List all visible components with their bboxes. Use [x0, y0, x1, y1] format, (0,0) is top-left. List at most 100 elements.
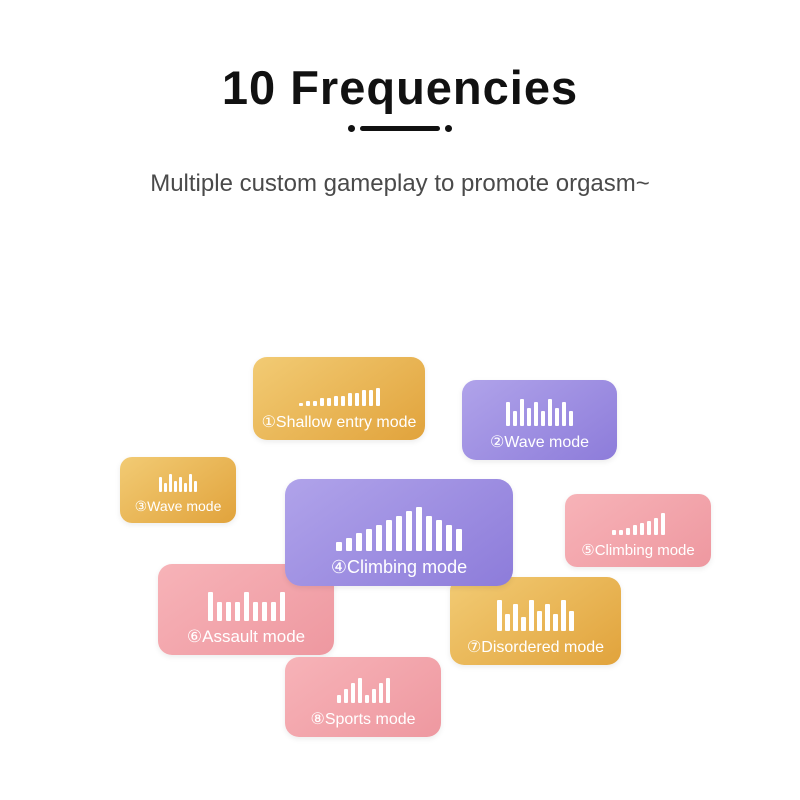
waveform-icon [497, 597, 574, 631]
divider-dot-right [445, 125, 452, 132]
waveform-bar [541, 411, 545, 426]
waveform-bar [416, 507, 422, 551]
waveform-bar [396, 515, 402, 551]
waveform-bar [632, 525, 637, 535]
waveform-bar [426, 515, 432, 551]
waveform-bar [336, 542, 342, 551]
waveform-bar [252, 601, 258, 621]
waveform-icon [159, 470, 197, 492]
mode-label: ⑦Disordered mode [466, 639, 605, 656]
waveform-bar [545, 603, 550, 631]
waveform-bar [261, 601, 267, 621]
mode-label: ⑧Sports mode [310, 711, 416, 728]
waveform-bar [159, 476, 162, 492]
waveform-bar [569, 610, 574, 631]
waveform-bar [174, 481, 177, 492]
waveform-bar [326, 398, 331, 406]
waveform-bar [361, 390, 366, 406]
waveform-bar [243, 592, 249, 621]
waveform-bar [179, 476, 182, 492]
page-title: 10 Frequencies [221, 61, 579, 114]
waveform-icon [207, 589, 285, 621]
waveform-bar [406, 511, 412, 551]
waveform-bar [375, 387, 380, 406]
mode-card-wave-3: ③Wave mode [120, 457, 236, 523]
waveform-bar [270, 601, 276, 621]
waveform-bar [305, 400, 310, 406]
waveform-bar [319, 398, 324, 406]
waveform-bar [529, 600, 534, 631]
waveform-icon [336, 507, 462, 551]
mode-label: ①Shallow entry mode [261, 414, 417, 431]
waveform-bar [561, 600, 566, 631]
waveform-bar [639, 523, 644, 535]
waveform-bar [189, 474, 192, 492]
waveform-bar [521, 617, 526, 631]
waveform-bar [446, 524, 452, 551]
waveform-bar [562, 402, 566, 426]
waveform-bar [312, 400, 317, 406]
waveform-bar [378, 683, 383, 703]
waveform-bar [357, 677, 362, 703]
mode-card-disordered: ⑦Disordered mode [450, 577, 621, 665]
waveform-bar [184, 483, 187, 492]
mode-label: ②Wave mode [489, 434, 590, 451]
waveform-bar [366, 529, 372, 551]
waveform-bar [364, 694, 369, 703]
waveform-bar [207, 592, 213, 621]
waveform-bar [343, 689, 348, 703]
waveform-bar [456, 529, 462, 551]
waveform-bar [520, 399, 524, 426]
divider-dot-left [348, 125, 355, 132]
waveform-icon [298, 380, 380, 406]
waveform-bar [497, 600, 502, 631]
divider-line [360, 126, 440, 131]
waveform-bar [371, 689, 376, 703]
waveform-bar [279, 592, 285, 621]
waveform-bar [527, 408, 531, 426]
waveform-bar [386, 520, 392, 551]
mode-card-wave-2: ②Wave mode [462, 380, 617, 460]
waveform-bar [436, 520, 442, 551]
mode-label: ⑥Assault mode [186, 627, 306, 646]
waveform-bar [169, 474, 172, 492]
page-subtitle: Multiple custom gameplay to promote orga… [150, 170, 650, 197]
waveform-bar [548, 399, 552, 426]
waveform-bar [513, 411, 517, 426]
mode-label: ④Climbing mode [330, 557, 468, 577]
waveform-bar [534, 402, 538, 426]
waveform-bar [537, 610, 542, 631]
waveform-bar [555, 408, 559, 426]
mode-card-shallow-entry: ①Shallow entry mode [253, 357, 425, 440]
mode-card-climbing-4: ④Climbing mode [285, 479, 513, 586]
waveform-bar [234, 601, 240, 621]
waveform-bar [216, 601, 222, 621]
waveform-bar [346, 537, 352, 551]
waveform-bar [618, 530, 623, 535]
mode-label: ③Wave mode [134, 498, 222, 514]
waveform-bar [376, 524, 382, 551]
waveform-bar [356, 533, 362, 551]
waveform-bar [164, 483, 167, 492]
waveform-icon [506, 396, 573, 426]
waveform-bar [385, 677, 390, 703]
title-divider [0, 125, 800, 132]
waveform-bar [194, 481, 197, 492]
waveform-bar [347, 393, 352, 406]
waveform-bar [368, 390, 373, 406]
mode-card-sports: ⑧Sports mode [285, 657, 441, 737]
waveform-bar [505, 614, 510, 631]
waveform-bar [333, 395, 338, 406]
waveform-bar [513, 603, 518, 631]
waveform-bar [569, 411, 573, 426]
waveform-bar [225, 601, 231, 621]
waveform-bar [611, 530, 616, 535]
waveform-bar [340, 395, 345, 406]
waveform-bar [660, 513, 665, 535]
waveform-bar [646, 520, 651, 535]
waveform-bar [336, 694, 341, 703]
waveform-icon [336, 675, 390, 703]
waveform-bar [506, 402, 510, 426]
waveform-icon [611, 511, 665, 535]
